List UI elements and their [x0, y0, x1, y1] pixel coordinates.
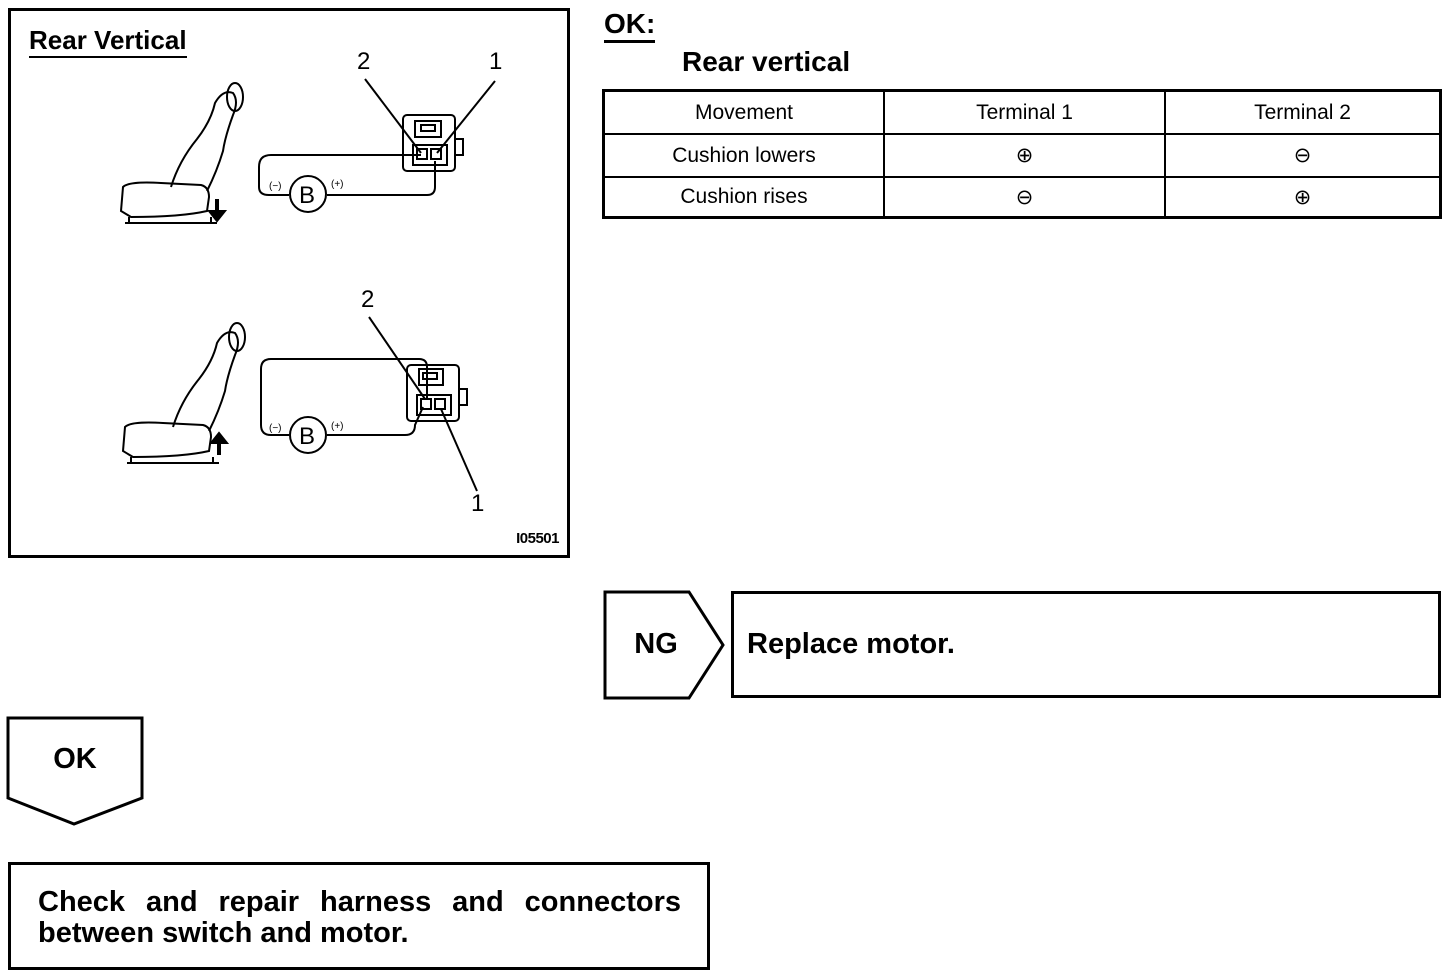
wiring-diagram: 2 1 B (−) (+) 2 1 B (−) (+) [119, 48, 502, 517]
pos-label-bottom: (+) [331, 421, 344, 432]
cell-movement: Cushion rises [602, 176, 885, 219]
neg-label-top: (−) [269, 181, 282, 192]
header-terminal-1: Terminal 1 [883, 89, 1166, 135]
table-row: Cushion rises ⊖ ⊕ [602, 176, 1442, 219]
seat-icon-top [119, 82, 244, 224]
ng-tag-shape [603, 590, 725, 700]
ok-action-text: Check and repair harness and connectors … [38, 886, 681, 949]
subtitle: Rear vertical [682, 46, 851, 77]
neg-label-bottom: (−) [269, 423, 282, 434]
ok-heading: OK: [604, 8, 656, 43]
terminal-1-label-bottom: 1 [471, 490, 484, 517]
ng-action-box: Replace motor. [731, 591, 1441, 698]
terminal-2-label-top: 2 [357, 48, 370, 75]
rear-vertical-figure: 2 1 B (−) (+) 2 1 B (−) (+) Rear Vertica… [8, 8, 570, 558]
cell-movement: Cushion lowers [602, 133, 885, 178]
table-header-row: Movement Terminal 1 Terminal 2 [602, 89, 1442, 135]
terminal-1-label-top: 1 [489, 48, 502, 75]
figure-code: I05501 [516, 530, 559, 547]
header-movement: Movement [602, 89, 885, 135]
header-terminal-2: Terminal 2 [1164, 89, 1442, 135]
terminal-2-label-bottom: 2 [361, 286, 374, 313]
cell-terminal-1: ⊖ [883, 176, 1166, 219]
seat-icon-bottom [121, 322, 246, 464]
connector-bottom [406, 364, 468, 422]
pos-label-top: (+) [331, 179, 344, 190]
terminal-table: Movement Terminal 1 Terminal 2 Cushion l… [602, 89, 1442, 219]
ok-label: OK [53, 742, 97, 775]
ng-label: NG [634, 627, 678, 660]
ok-action-box: Check and repair harness and connectors … [8, 862, 710, 970]
battery-label-top: B [299, 182, 315, 209]
figure-title: Rear Vertical [29, 25, 187, 58]
cell-terminal-1: ⊕ [883, 133, 1166, 178]
table-row: Cushion lowers ⊕ ⊖ [602, 133, 1442, 178]
battery-label-bottom: B [299, 423, 315, 450]
ng-action-text: Replace motor. [747, 628, 955, 660]
cell-terminal-2: ⊕ [1164, 176, 1442, 219]
connector-top [402, 114, 464, 172]
cell-terminal-2: ⊖ [1164, 133, 1442, 178]
ok-tag-shape [6, 716, 144, 826]
